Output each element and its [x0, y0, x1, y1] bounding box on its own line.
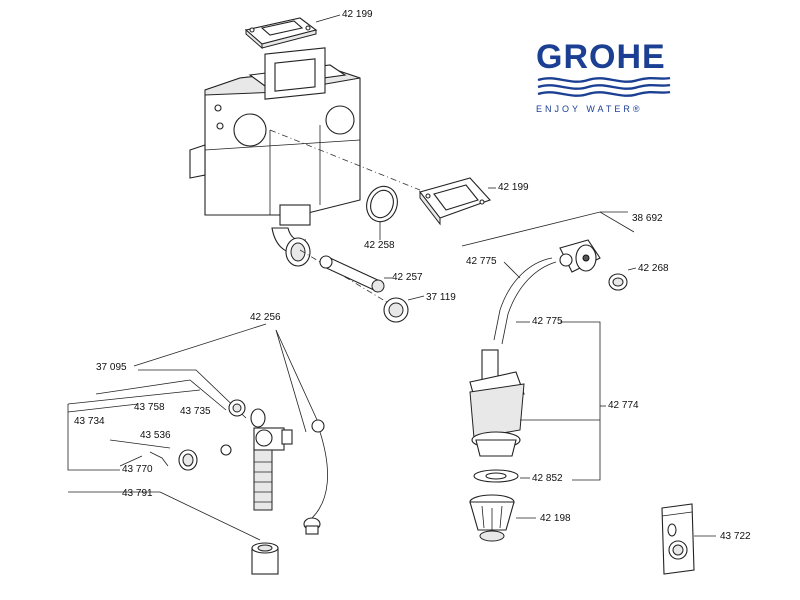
part-number-43722: 43 722 — [720, 531, 751, 542]
frame-plate-top — [244, 17, 318, 50]
spare-kit-bag-43722 — [661, 503, 695, 575]
small-part-43758 — [220, 444, 232, 456]
part-number-43734: 43 734 — [74, 416, 105, 427]
part-number-37095: 37 095 — [96, 362, 127, 373]
cistern-tank — [189, 47, 361, 226]
part-number-43536: 43 536 — [140, 430, 171, 441]
nut-37119 — [383, 297, 409, 323]
part-number-42258: 42 258 — [364, 240, 395, 251]
clip-43770 — [149, 451, 169, 467]
part-number-43758: 43 758 — [134, 402, 165, 413]
bracket-38692 — [461, 211, 635, 247]
part-number-37119: 37 119 — [426, 292, 456, 303]
part-number-42268: 42 268 — [638, 263, 669, 274]
frame-plate-right — [419, 177, 491, 226]
part-number-43770: 43 770 — [122, 464, 153, 475]
brand-name: GROHE — [536, 38, 666, 76]
sleeve-43791 — [251, 542, 279, 575]
supply-hose-42256 — [303, 419, 328, 535]
seal-43735 — [228, 399, 266, 428]
basket-42198 — [469, 494, 515, 542]
part-number-42257: 42 257 — [392, 272, 423, 283]
gasket-42852 — [473, 469, 519, 483]
part-number-38692: 38 692 — [632, 213, 663, 224]
part-number-42199-top: 42 199 — [342, 9, 373, 20]
part-number-42775-a: 42 775 — [466, 256, 497, 267]
fill-valve-body — [253, 427, 293, 511]
flush-pipe-42257 — [319, 255, 385, 293]
part-number-42256: 42 256 — [250, 312, 281, 323]
grohe-logo: GROHE ENJOY WATER® — [536, 40, 672, 114]
leader-lines-left — [67, 323, 319, 541]
part-number-42774: 42 774 — [608, 400, 639, 411]
part-number-42852: 42 852 — [532, 473, 563, 484]
part-number-43735: 43 735 — [180, 406, 211, 417]
actuator-valve — [559, 239, 601, 273]
filter-43536 — [178, 449, 198, 471]
brand-tagline: ENJOY WATER® — [536, 104, 643, 114]
tubes-42775 — [493, 257, 557, 345]
wave-logo-icon — [537, 76, 671, 97]
flush-valve-42774 — [469, 349, 525, 457]
part-number-42775-b: 42 775 — [532, 316, 563, 327]
part-number-42198: 42 198 — [540, 513, 571, 524]
part-number-43791: 43 791 — [122, 488, 153, 499]
part-number-42199-right: 42 199 — [498, 182, 529, 193]
seal-ring-42258 — [366, 185, 398, 223]
outlet-elbow — [271, 227, 311, 267]
push-button-42268 — [608, 273, 628, 291]
